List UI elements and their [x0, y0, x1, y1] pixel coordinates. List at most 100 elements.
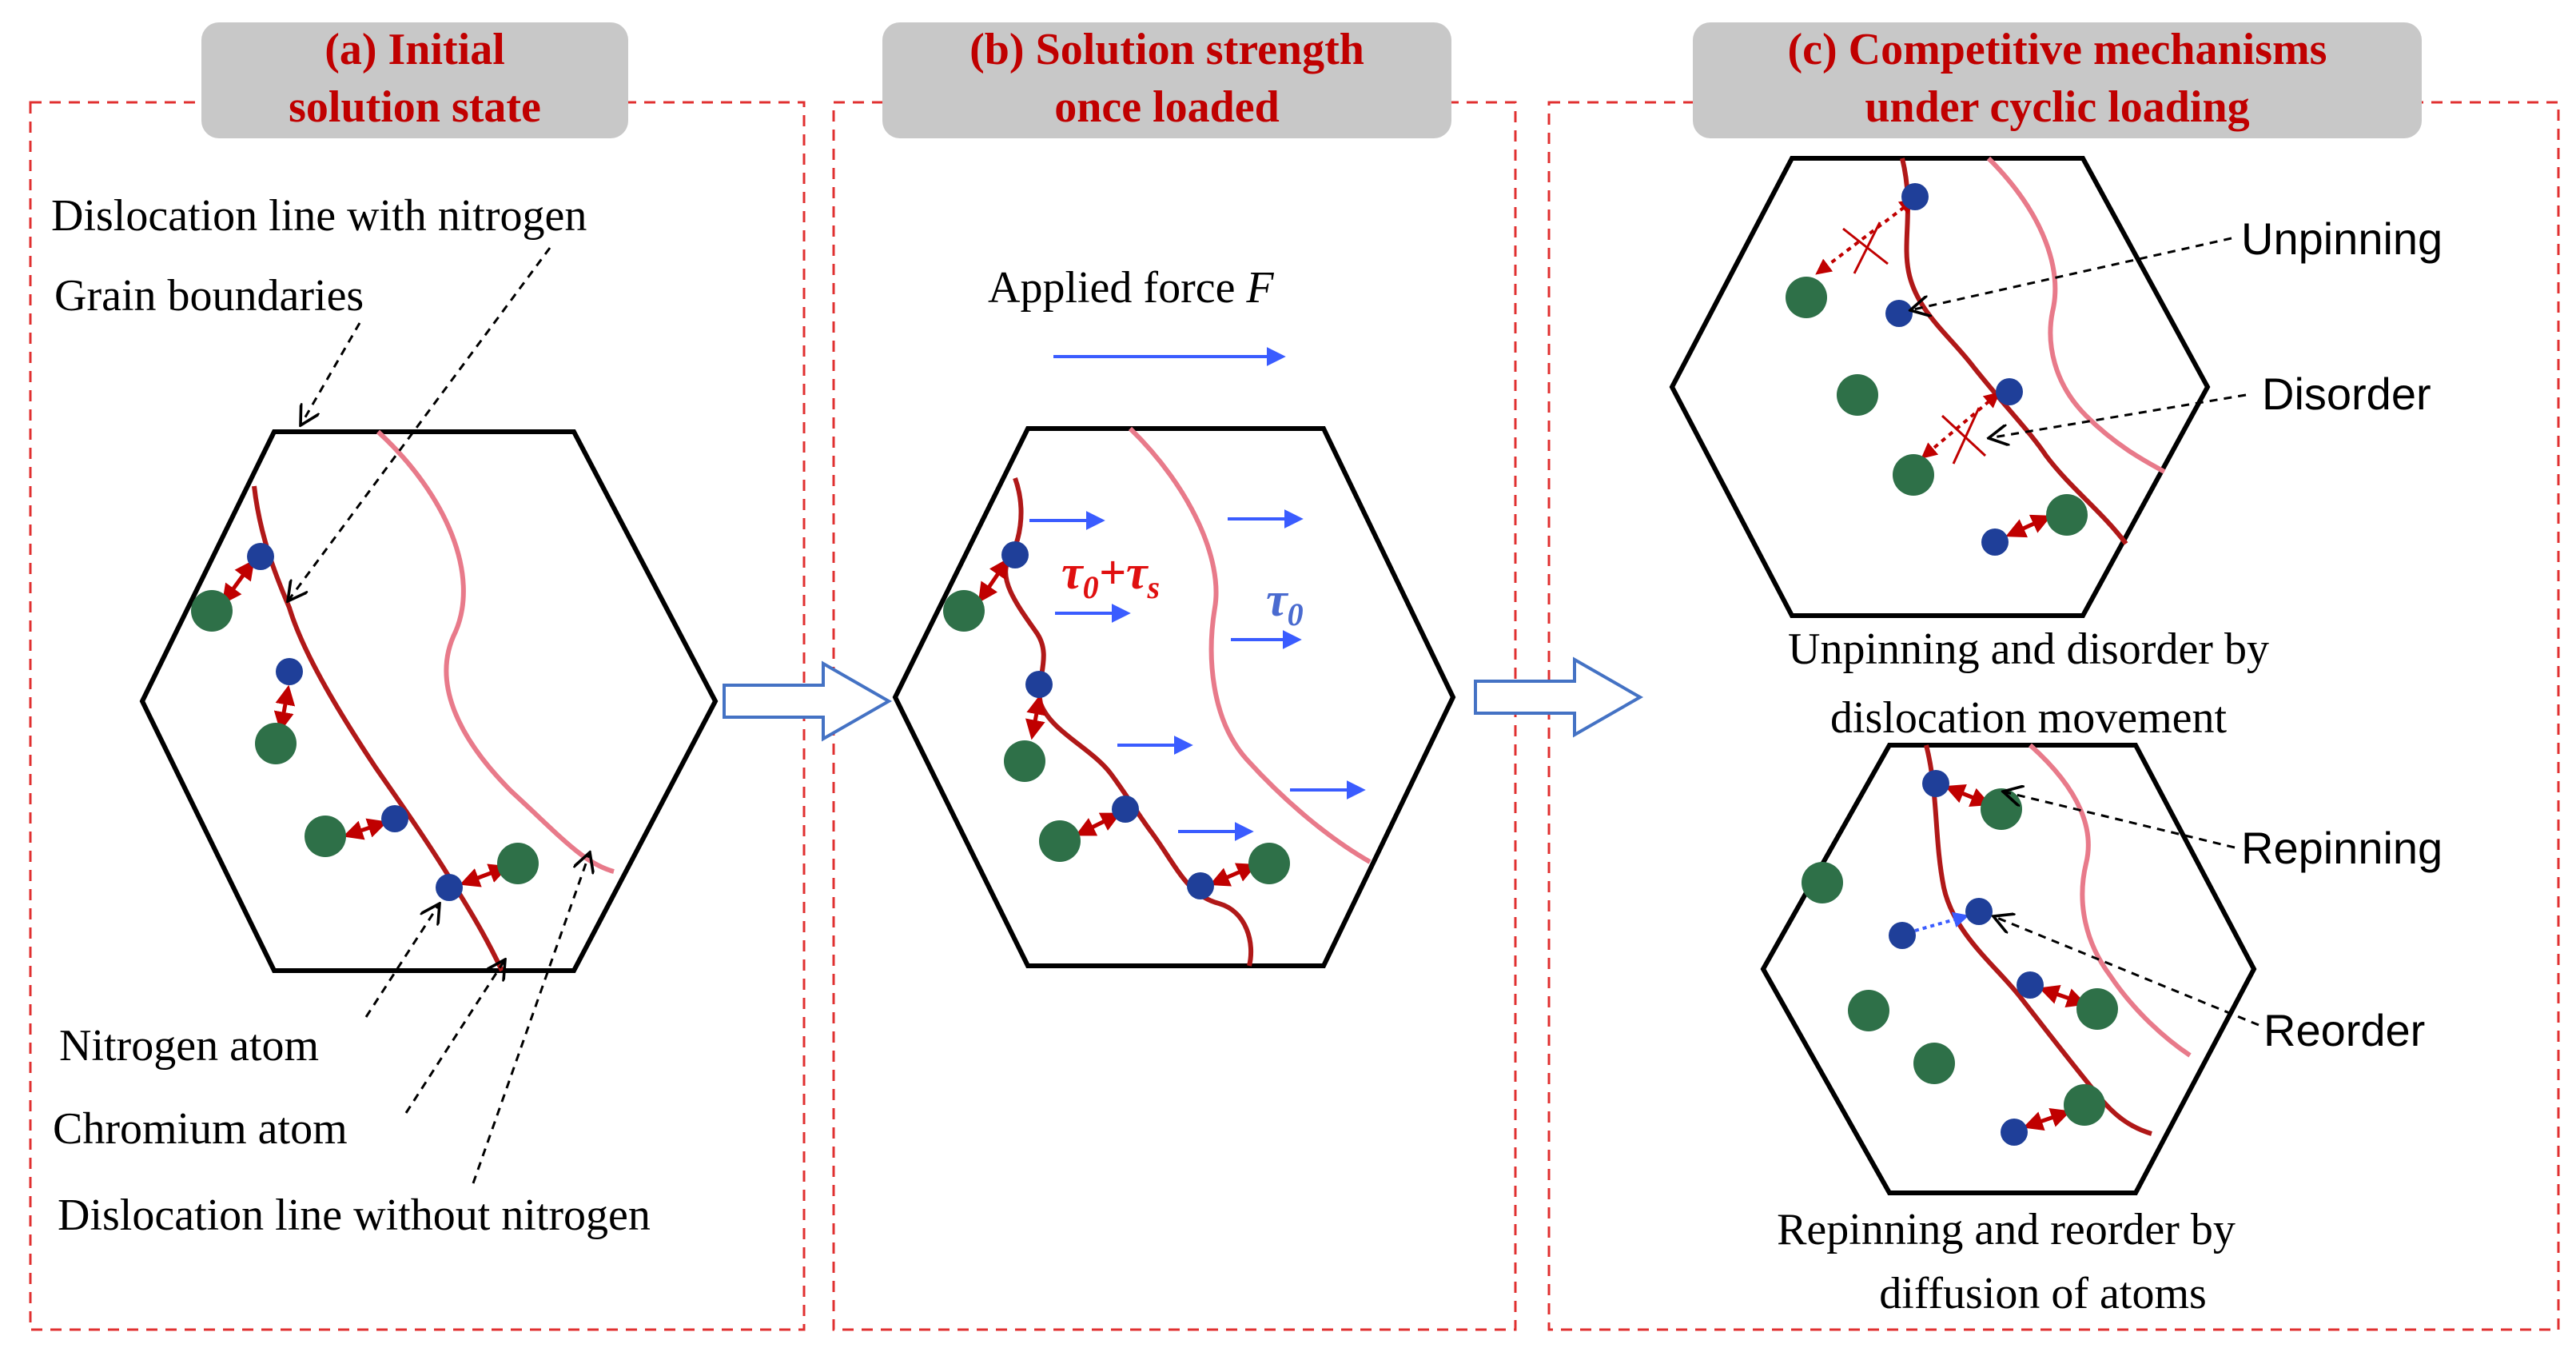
bond-c-bottom [2022, 1107, 2072, 1131]
bond-b1 [977, 557, 1009, 604]
label-chromium-atom: Chromium atom [53, 1104, 348, 1154]
panel-b: Applied force F τ0+τs τ0 [892, 263, 1456, 968]
cross-mark [1941, 414, 1987, 457]
chromium-atom [1248, 843, 1290, 884]
label-dislocation-with-nitrogen: Dislocation line with nitrogen [51, 191, 587, 241]
leader-grain-boundaries [301, 322, 361, 425]
chromium-atom [305, 816, 346, 857]
chromium-atom [1802, 862, 1843, 903]
label-disorder: Disorder [2262, 369, 2431, 419]
chromium-atom [497, 843, 539, 884]
leader-unpinning [1910, 237, 2232, 310]
chromium-atom [1893, 454, 1934, 496]
bond-c-top [2005, 514, 2052, 538]
bond-c-bottom [1945, 784, 1991, 807]
block-arrow-b-to-c [1474, 656, 1644, 738]
bond-b3 [1075, 812, 1121, 836]
label-dislocation-without-nitrogen: Dislocation line without nitrogen [58, 1190, 651, 1240]
diffusion-arrow [1914, 911, 1969, 932]
panel-a: Dislocation line with nitrogen Grain bou… [51, 191, 719, 1240]
cross-mark [1842, 227, 1889, 265]
grain-boundary-line-b [1128, 426, 1372, 864]
panel-c-title: (c) Competitive mechanisms under cyclic … [1693, 22, 2422, 138]
dislocation-line-a [252, 485, 504, 972]
nitrogen-atom [381, 805, 408, 832]
grain-boundary-line-c-top [1986, 156, 2166, 474]
bond-b4 [1209, 863, 1257, 887]
nitrogen-atom [436, 874, 463, 901]
chromium-atom [1981, 788, 2022, 830]
chromium-atom [1039, 820, 1081, 862]
chromium-atom [943, 590, 985, 632]
nitrogen-atom [1112, 796, 1139, 823]
label-applied-force: Applied force F [988, 263, 1274, 313]
leader-reorder [1993, 916, 2259, 1027]
label-nitrogen-atom: Nitrogen atom [59, 1021, 319, 1071]
panel-c-title-line1: (c) Competitive mechanisms [1788, 25, 2327, 74]
nitrogen-atom [1001, 541, 1029, 568]
panel-c-title-line2: under cyclic loading [1865, 82, 2249, 132]
nitrogen-atom [1885, 300, 1913, 327]
chromium-atom [2046, 494, 2088, 536]
leader-dislocation-without-nitrogen [472, 852, 590, 1184]
bond-a1 [221, 559, 255, 605]
panel-c-top: Unpinning Disorder Unpinning and disorde… [1669, 156, 2443, 743]
panel-a-title-line1: (a) Initial [324, 25, 505, 74]
bond-b2 [1025, 694, 1047, 740]
grain-hexagon-c-top [1669, 156, 2211, 618]
label-unpinning: Unpinning [2241, 213, 2443, 264]
block-arrow-a-to-b [723, 660, 893, 742]
grain-hexagon-b [892, 426, 1456, 968]
panel-a-title: (a) Initial solution state [201, 22, 628, 138]
chromium-atom [1848, 990, 1889, 1031]
chromium-atom [1837, 374, 1878, 416]
label-grain-boundaries: Grain boundaries [54, 271, 364, 321]
nitrogen-atom [1922, 770, 1949, 797]
label-repinning: Repinning [2241, 823, 2443, 873]
nitrogen-atom [247, 543, 274, 570]
panel-c-bottom: Repinning Reorder Repinning and reorder … [1760, 743, 2443, 1318]
caption-top-line1: Unpinning and disorder by [1788, 624, 2269, 674]
cross-mark [1952, 407, 1981, 465]
panel-b-title: (b) Solution strength once loaded [882, 22, 1451, 138]
cross-mark [1853, 221, 1881, 274]
panel-a-title-line2: solution state [289, 82, 541, 132]
broken-bond-disorder [1921, 392, 2001, 459]
chromium-atom [191, 590, 233, 632]
leader-dislocation-with-nitrogen [288, 247, 551, 601]
panel-b-title-line1: (b) Solution strength [969, 25, 1364, 74]
bond-c-bottom [2038, 984, 2088, 1008]
dislocation-line-c-bottom [1924, 744, 2152, 1136]
grain-boundary-line-a [376, 429, 615, 874]
leader-chromium-atom [404, 959, 505, 1114]
nitrogen-atom [1187, 872, 1214, 899]
chromium-atom [1913, 1043, 1955, 1084]
nitrogen-atom [1965, 898, 1993, 925]
nitrogen-atom [1901, 183, 1929, 210]
chromium-atom [1004, 740, 1045, 782]
caption-bottom-line2: diffusion of atoms [1879, 1269, 2207, 1318]
label-tau0-plus-taus: τ0+τs [1061, 546, 1160, 605]
leader-repinning [2003, 792, 2236, 849]
chromium-atom [255, 723, 297, 764]
leader-disorder [1989, 393, 2247, 438]
caption-top-line2: dislocation movement [1830, 693, 2228, 743]
nitrogen-atom [1981, 528, 2009, 556]
grain-hexagon-a [139, 429, 719, 973]
grain-hexagon-c-bottom [1760, 743, 2257, 1195]
leader-nitrogen-atom [364, 903, 440, 1018]
bond-a4 [459, 863, 510, 887]
broken-bond-unpinning [1815, 198, 1916, 275]
caption-bottom-line1: Repinning and reorder by [1777, 1205, 2236, 1254]
nitrogen-atom [2001, 1119, 2028, 1146]
nitrogen-atom [276, 658, 303, 685]
bond-a2 [273, 684, 296, 732]
label-tau0: τ0 [1266, 573, 1304, 632]
chromium-atom [1786, 277, 1827, 318]
nitrogen-atom [1889, 922, 1916, 949]
chromium-atom [2064, 1084, 2105, 1126]
grain-boundary-line-c-bottom [2029, 743, 2192, 1058]
nitrogen-atom [2017, 971, 2044, 999]
